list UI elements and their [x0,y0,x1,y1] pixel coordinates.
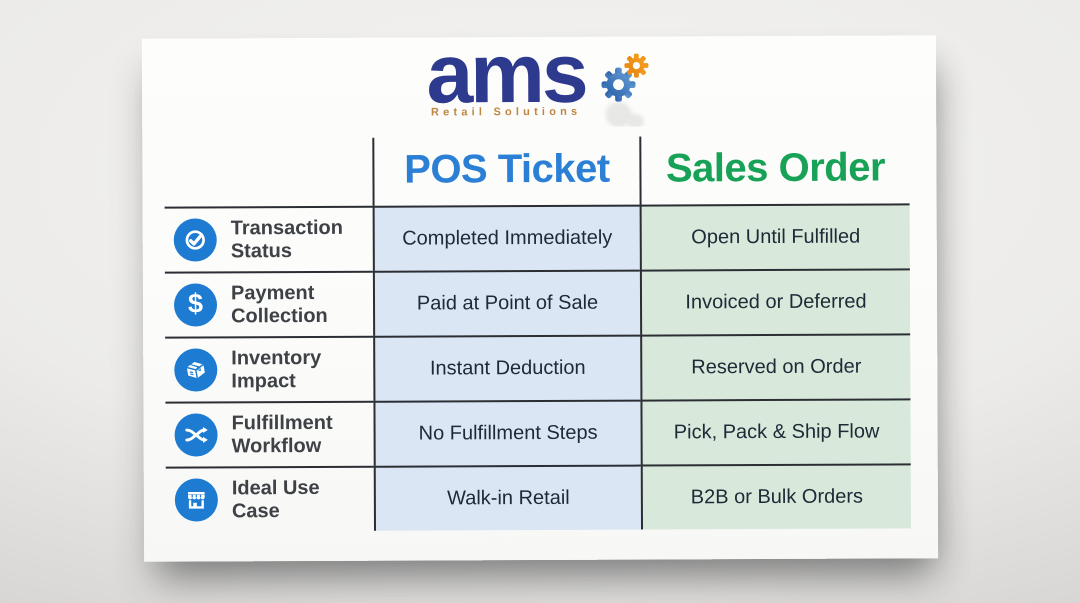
header-blank-cell [164,138,372,207]
row-header-payment-collection: $ Payment Collection [164,270,374,337]
storefront-icon [174,478,218,522]
flyer-card: ams Retail Solutions [141,25,939,562]
row-label: Inventory Impact [231,346,322,392]
brand-name: ams [426,25,586,121]
cell-transaction-status-pos: Completed Immediately [372,204,640,271]
row-label: Payment Collection [230,281,328,327]
cell-ideal-use-case-pos: Walk-in Retail [373,464,642,531]
column-header-pos-ticket: POS Ticket [372,136,640,206]
row-header-inventory-impact: Inventory Impact [165,335,374,402]
dollar-icon: $ [173,283,218,327]
row-header-transaction-status: Transaction Status [164,205,373,272]
column-header-sales-order: Sales Order [639,135,910,205]
cell-transaction-status-sales: Open Until Fulfilled [639,203,910,270]
package-icon [174,348,218,392]
row-header-fulfillment-workflow: Fulfillment Workflow [165,400,374,467]
row-label: Ideal Use Case [231,476,320,522]
row-header-ideal-use-case: Ideal Use Case [165,465,375,532]
row-label: Fulfillment Workflow [231,411,333,457]
brand-logo: ams Retail Solutions [426,25,651,128]
cell-ideal-use-case-sales: B2B or Bulk Orders [640,463,912,530]
row-label: Transaction Status [230,216,344,262]
cell-fulfillment-workflow-sales: Pick, Pack & Ship Flow [640,398,911,465]
check-circle-icon [173,218,217,262]
cell-payment-collection-pos: Paid at Point of Sale [372,269,641,336]
cell-inventory-impact-pos: Instant Deduction [373,334,641,401]
shuffle-icon [174,413,218,457]
cell-payment-collection-sales: Invoiced or Deferred [639,268,911,335]
cell-inventory-impact-sales: Reserved on Order [640,333,911,400]
comparison-table: POS Ticket Sales Order Transaction Statu… [164,135,912,532]
gears-icon [601,53,649,127]
cell-fulfillment-workflow-pos: No Fulfillment Steps [373,399,641,466]
brand-logo-text: ams Retail Solutions [426,25,586,121]
